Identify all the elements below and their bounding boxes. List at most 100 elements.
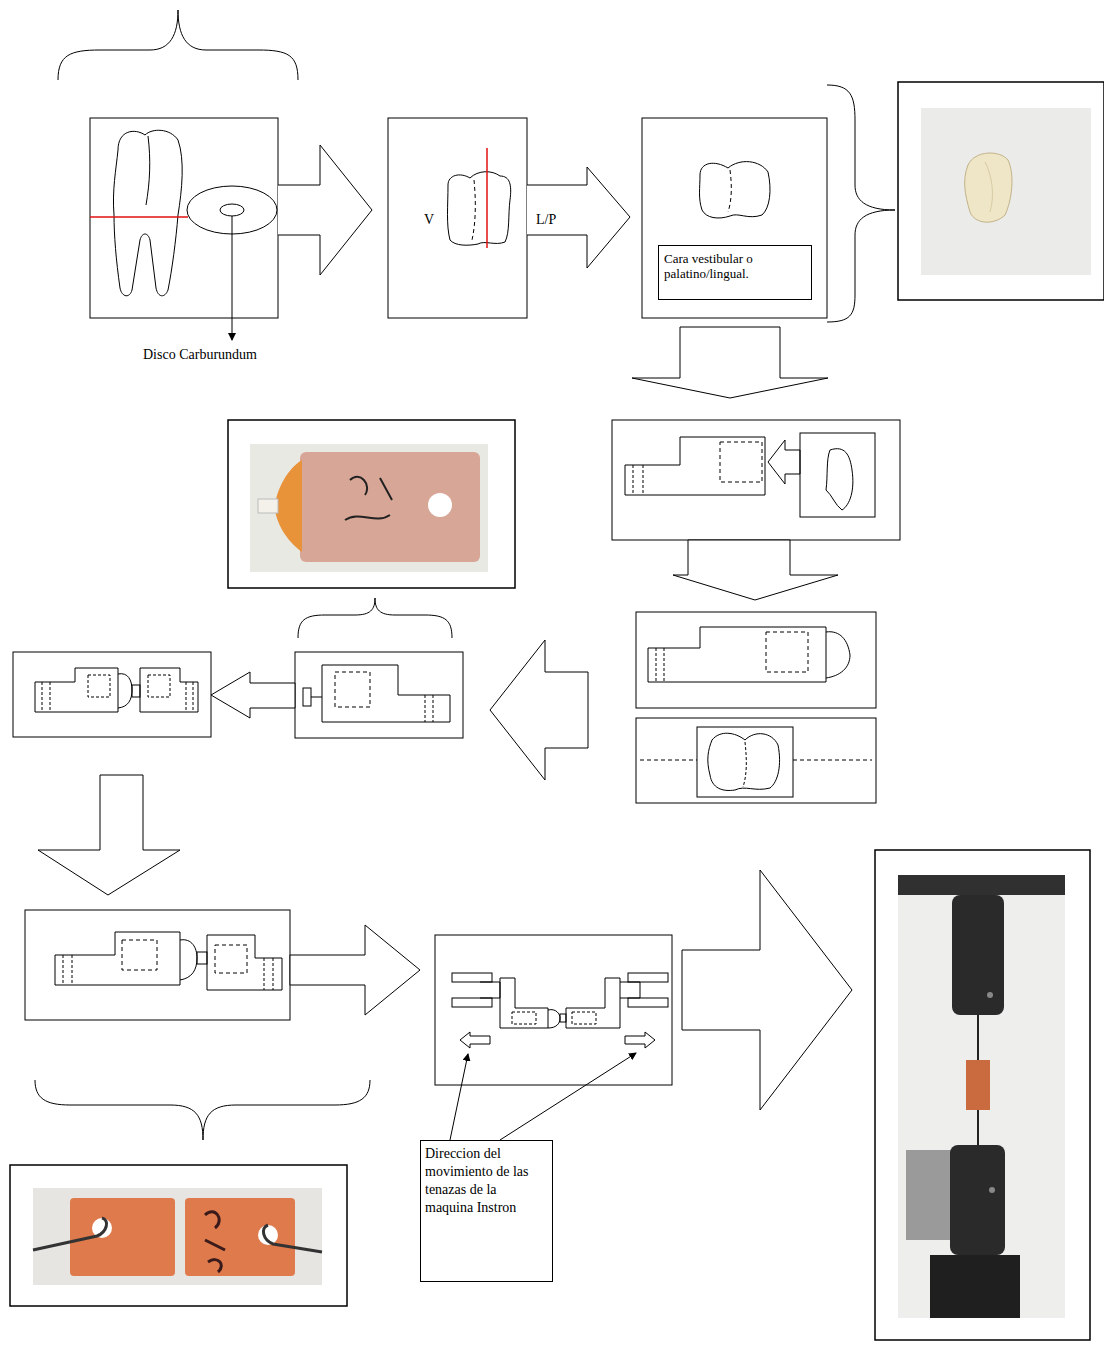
specimen-holder-photo-part [345, 477, 392, 520]
instron-machine-photo-part [950, 1145, 1005, 1255]
embedded-crown-panel-part [708, 733, 780, 790]
holder-panel-part [433, 695, 434, 722]
assembled-specimen-panel-part [72, 955, 73, 985]
side-label: L/P [536, 212, 556, 228]
embedded-crown-panel-part [793, 760, 872, 761]
instron-machine-photo [875, 850, 1090, 1340]
assembled-specimen-panel-part [264, 958, 265, 990]
joined-holders-panel-part [35, 668, 118, 712]
crown-sectioning-panel-part [486, 148, 488, 248]
instron-machine-photo-part [898, 875, 1065, 895]
crown-sectioning-panel [388, 118, 527, 318]
flow-arrow [38, 775, 180, 895]
holder-panel-part [322, 665, 450, 722]
specimen-holder-photo [228, 420, 515, 588]
flow-arrow [527, 167, 630, 268]
holder-panel-part [303, 688, 311, 706]
joined-holders-panel-part [42, 682, 43, 712]
embedded-crown-panel-part [697, 727, 793, 797]
mounted-tooth-panel-part [636, 612, 876, 708]
specimen-holder-photo-part [275, 460, 302, 552]
bracket [58, 10, 298, 80]
specimen-holder-photo-part [300, 452, 480, 562]
instron-machine-photo-part [875, 850, 1090, 1340]
joined-specimen-photo-part [33, 1218, 107, 1250]
box-text: Direccion del movimiento de las tenazas … [425, 1145, 548, 1217]
tooth-sectioning-panel-part [90, 118, 278, 318]
leader-line [450, 1054, 468, 1140]
joined-specimen-photo-part [10, 1165, 347, 1306]
flow-arrow [673, 540, 838, 600]
tensile-setup-panel-part [548, 1010, 560, 1028]
assembled-specimen-panel [25, 910, 290, 1020]
embedded-crown-panel-part [636, 718, 876, 803]
half-crown-panel-part [700, 162, 771, 218]
half-crown-panel-part [642, 118, 827, 318]
tensile-setup-panel-part [625, 1032, 655, 1048]
flow-arrow [490, 640, 588, 780]
joined-specimen-photo-part [185, 1198, 295, 1276]
tooth-sectioning-panel-part [220, 204, 244, 216]
tensile-setup-panel-part [435, 935, 672, 1085]
tooth-sectioning-panel-part [113, 130, 182, 296]
instron-machine-photo-part [987, 992, 993, 998]
joined-holders-panel-part [50, 682, 51, 712]
assembled-specimen-panel-part [25, 910, 290, 1020]
tensile-setup-panel [435, 935, 672, 1085]
joined-holders-panel-part [186, 682, 187, 712]
instron-machine-photo-part [977, 1110, 979, 1147]
assembled-specimen-panel-part [197, 952, 207, 964]
crown-sectioning-panel-part [448, 172, 511, 245]
crown-sectioning-panel-part [472, 180, 475, 240]
mounted-tooth-panel-part [826, 632, 850, 678]
tensile-setup-panel-part [628, 973, 668, 982]
mounting-panel-part [643, 465, 644, 495]
tooth-sectioning-panel-part [90, 216, 188, 218]
assembled-specimen-panel-part [55, 932, 180, 985]
tensile-setup-panel-part [460, 1032, 490, 1048]
mounted-tooth-panel-part [664, 648, 665, 682]
holder-panel [295, 652, 463, 738]
mounted-tooth-panel-part [656, 648, 657, 682]
side-label: V [424, 212, 434, 228]
holder-panel-part [295, 652, 463, 738]
mounting-panel-part [625, 437, 765, 495]
part-name: Disco Carburundum [143, 347, 257, 363]
mounted-tooth-panel-part [648, 627, 826, 682]
flow-arrow [682, 870, 852, 1110]
tooth-fragment-photo-part [965, 153, 1012, 222]
joined-holders-panel-part [140, 668, 198, 712]
embedded-crown-panel [636, 718, 876, 803]
caption-box: Cara vestibular o palatino/lingual. [658, 245, 812, 300]
tensile-setup-panel-part [452, 973, 492, 982]
tensile-setup-panel-part [628, 998, 668, 1007]
joined-holders-panel [13, 652, 211, 737]
tensile-setup-panel-part [572, 1012, 596, 1024]
assembled-specimen-panel-part [273, 958, 274, 990]
embedded-crown-panel-part [743, 742, 746, 787]
specimen-holder-photo-part [428, 493, 452, 517]
instron-machine-photo-part [952, 895, 1004, 1015]
instron-machine-photo-part [906, 1150, 956, 1240]
mounting-panel-part [768, 440, 800, 484]
tooth-sectioning-panel-part [232, 216, 233, 340]
mounting-panel [612, 420, 900, 540]
half-crown-panel [642, 118, 827, 318]
joined-holders-panel-part [118, 674, 132, 708]
holder-panel-part [335, 672, 370, 707]
joined-specimen-photo-part [205, 1212, 225, 1272]
tensile-setup-panel-part [452, 998, 492, 1007]
joined-specimen-photo [10, 1165, 347, 1306]
tensile-setup-panel-part [620, 982, 640, 998]
tensile-setup-panel-part [480, 982, 500, 998]
tensile-setup-panel-part [560, 1014, 566, 1022]
box-text: Cara vestibular o palatino/lingual. [664, 251, 806, 281]
joined-holders-panel-part [88, 675, 110, 697]
instron-machine-photo-part [966, 1060, 990, 1110]
tooth-fragment-photo-part [985, 162, 992, 212]
flow-arrow [290, 925, 420, 1015]
bracket [298, 598, 452, 638]
joined-holders-panel-part [132, 685, 140, 697]
half-crown-panel-part [728, 170, 731, 212]
tensile-setup-panel-part [500, 978, 548, 1028]
